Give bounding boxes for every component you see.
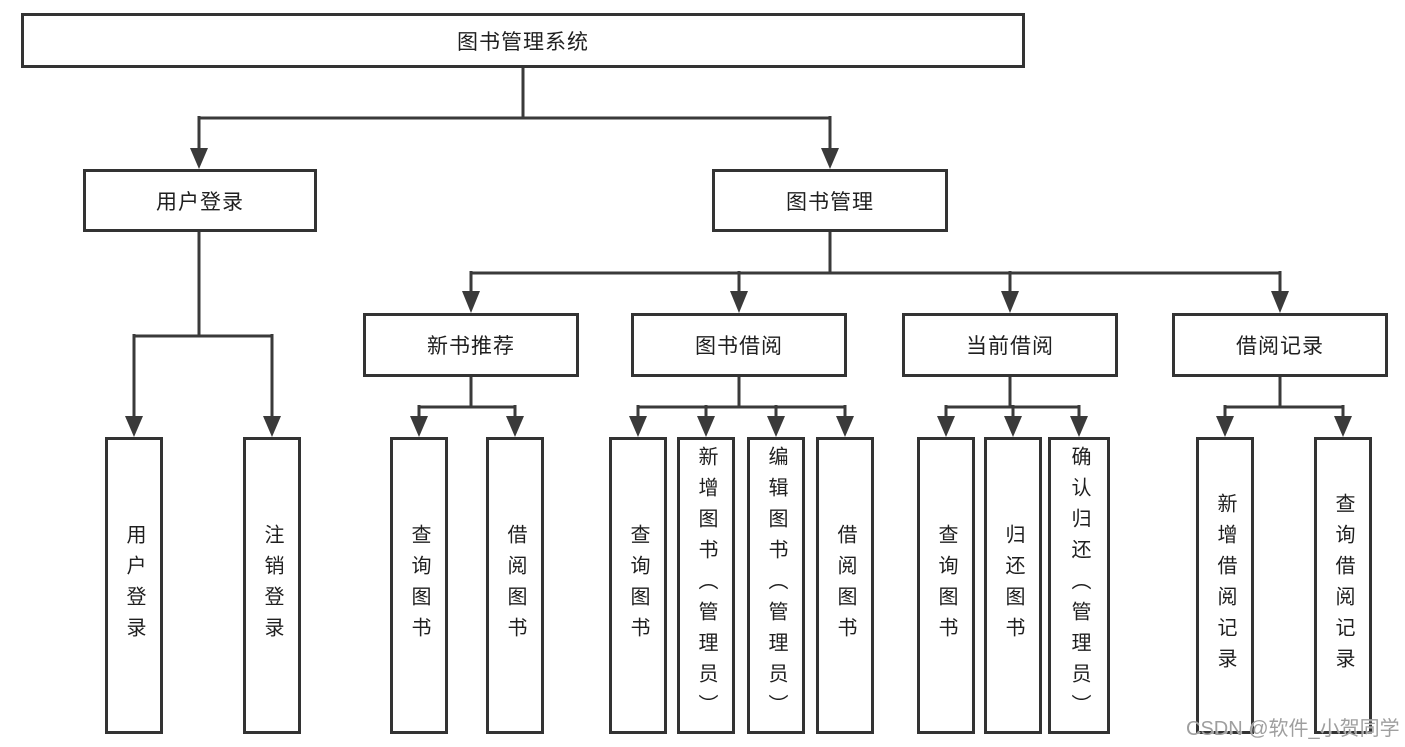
arrow-icon [1001, 291, 1019, 313]
node-current-borrowing: 当前借阅 [902, 313, 1118, 377]
arrow-icon [506, 416, 524, 437]
arrow-icon [1216, 416, 1234, 437]
leaf-borrow-books-borrowing: 借阅图书 [816, 437, 874, 734]
node-user-login: 用户登录 [83, 169, 317, 232]
arrow-icon [767, 416, 785, 437]
leaf-add-borrow-record: 新增借阅记录 [1196, 437, 1254, 734]
leaf-confirm-return-admin: 确认归还（管理员） [1048, 437, 1110, 734]
arrow-icon [821, 148, 839, 169]
arrow-icon [1334, 416, 1352, 437]
leaf-add-books-admin: 新增图书（管理员） [677, 437, 735, 734]
arrow-icon [629, 416, 647, 437]
arrow-icon [836, 416, 854, 437]
arrow-icon [1004, 416, 1022, 437]
leaf-logout: 注销登录 [243, 437, 301, 734]
leaf-user-login: 用户登录 [105, 437, 163, 734]
arrow-icon [1070, 416, 1088, 437]
arrow-icon [730, 291, 748, 313]
leaf-query-books-borrowing: 查询图书 [609, 437, 667, 734]
arrow-icon [462, 291, 480, 313]
leaf-borrow-books-recommend: 借阅图书 [486, 437, 544, 734]
node-root-system: 图书管理系统 [21, 13, 1025, 68]
arrow-icon [937, 416, 955, 437]
arrow-icon [697, 416, 715, 437]
leaf-query-books-current: 查询图书 [917, 437, 975, 734]
leaf-query-borrow-record: 查询借阅记录 [1314, 437, 1372, 734]
node-borrowing-records: 借阅记录 [1172, 313, 1388, 377]
node-book-borrowing: 图书借阅 [631, 313, 847, 377]
watermark: CSDN @软件_小贺同学 [1186, 718, 1400, 740]
leaf-query-books-recommend: 查询图书 [390, 437, 448, 734]
leaf-return-books: 归还图书 [984, 437, 1042, 734]
node-book-management: 图书管理 [712, 169, 948, 232]
arrow-icon [125, 416, 143, 437]
leaf-edit-books-admin: 编辑图书（管理员） [747, 437, 805, 734]
arrow-icon [190, 148, 208, 169]
arrow-icon [410, 416, 428, 437]
arrow-icon [263, 416, 281, 437]
arrow-icon [1271, 291, 1289, 313]
node-new-book-recommendation: 新书推荐 [363, 313, 579, 377]
